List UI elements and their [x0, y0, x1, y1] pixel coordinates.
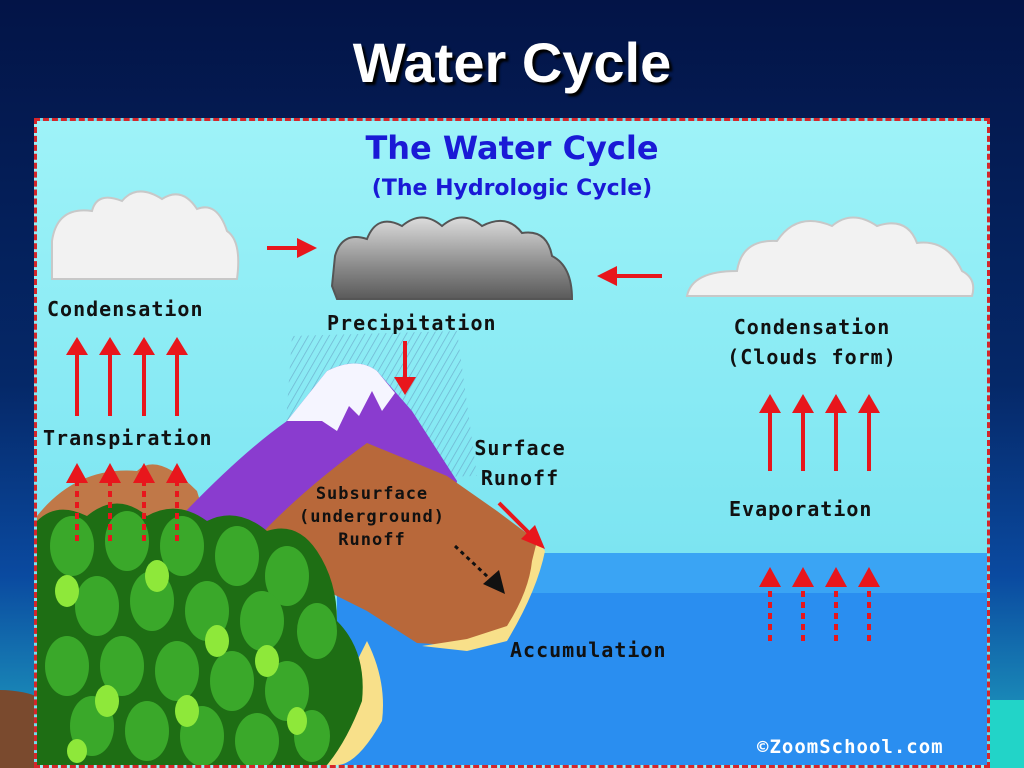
label-subsurface-runoff: Subsurface (underground) Runoff — [292, 484, 452, 550]
label-precipitation: Precipitation — [327, 311, 497, 335]
subsurface-runoff-arrow — [453, 544, 505, 594]
label-transpiration: Transpiration — [43, 426, 213, 450]
label-condensation-right: Condensation (Clouds form) — [697, 315, 927, 369]
label-surface-runoff-line2: Runoff — [480, 466, 560, 490]
precipitation-arrow — [394, 341, 416, 395]
transpiration-arrows — [66, 463, 188, 541]
condensation-right-arrows — [759, 394, 880, 471]
label-subsurface-line3: Runoff — [338, 530, 406, 550]
label-evaporation: Evaporation — [729, 497, 873, 521]
white-cloud-right — [685, 216, 975, 297]
diagram-title: The Water Cycle — [365, 129, 659, 167]
evaporation-arrows — [759, 567, 880, 641]
slide-title: Water Cycle — [352, 31, 672, 94]
rain-cloud — [330, 216, 574, 300]
label-subsurface-line1: Subsurface — [315, 484, 429, 504]
label-accumulation: Accumulation — [510, 638, 667, 662]
label-condensation-left: Condensation — [47, 297, 204, 321]
surface-runoff-arrow — [497, 501, 545, 549]
corner-sea-decoration — [990, 700, 1024, 768]
white-cloud-left — [51, 190, 240, 280]
label-surface-runoff-line1: Surface — [474, 436, 566, 460]
diagram-subtitle: (The Hydrologic Cycle) — [371, 176, 653, 201]
label-subsurface-line2: (underground) — [298, 507, 446, 527]
earth-land — [237, 443, 537, 646]
credit-zoomschool: ©ZoomSchool.com — [757, 736, 944, 758]
diagram-scene — [37, 190, 987, 765]
label-surface-runoff: Surface Runoff — [455, 436, 585, 490]
condensation-left-arrows — [66, 337, 188, 416]
forest — [37, 503, 363, 765]
water-cycle-diagram: The Water Cycle (The Hydrologic Cycle) C… — [34, 118, 990, 768]
label-condensation-right-line1: Condensation — [733, 315, 891, 339]
cloud-movement-arrows — [267, 238, 662, 286]
label-condensation-right-line2: (Clouds form) — [727, 345, 897, 369]
